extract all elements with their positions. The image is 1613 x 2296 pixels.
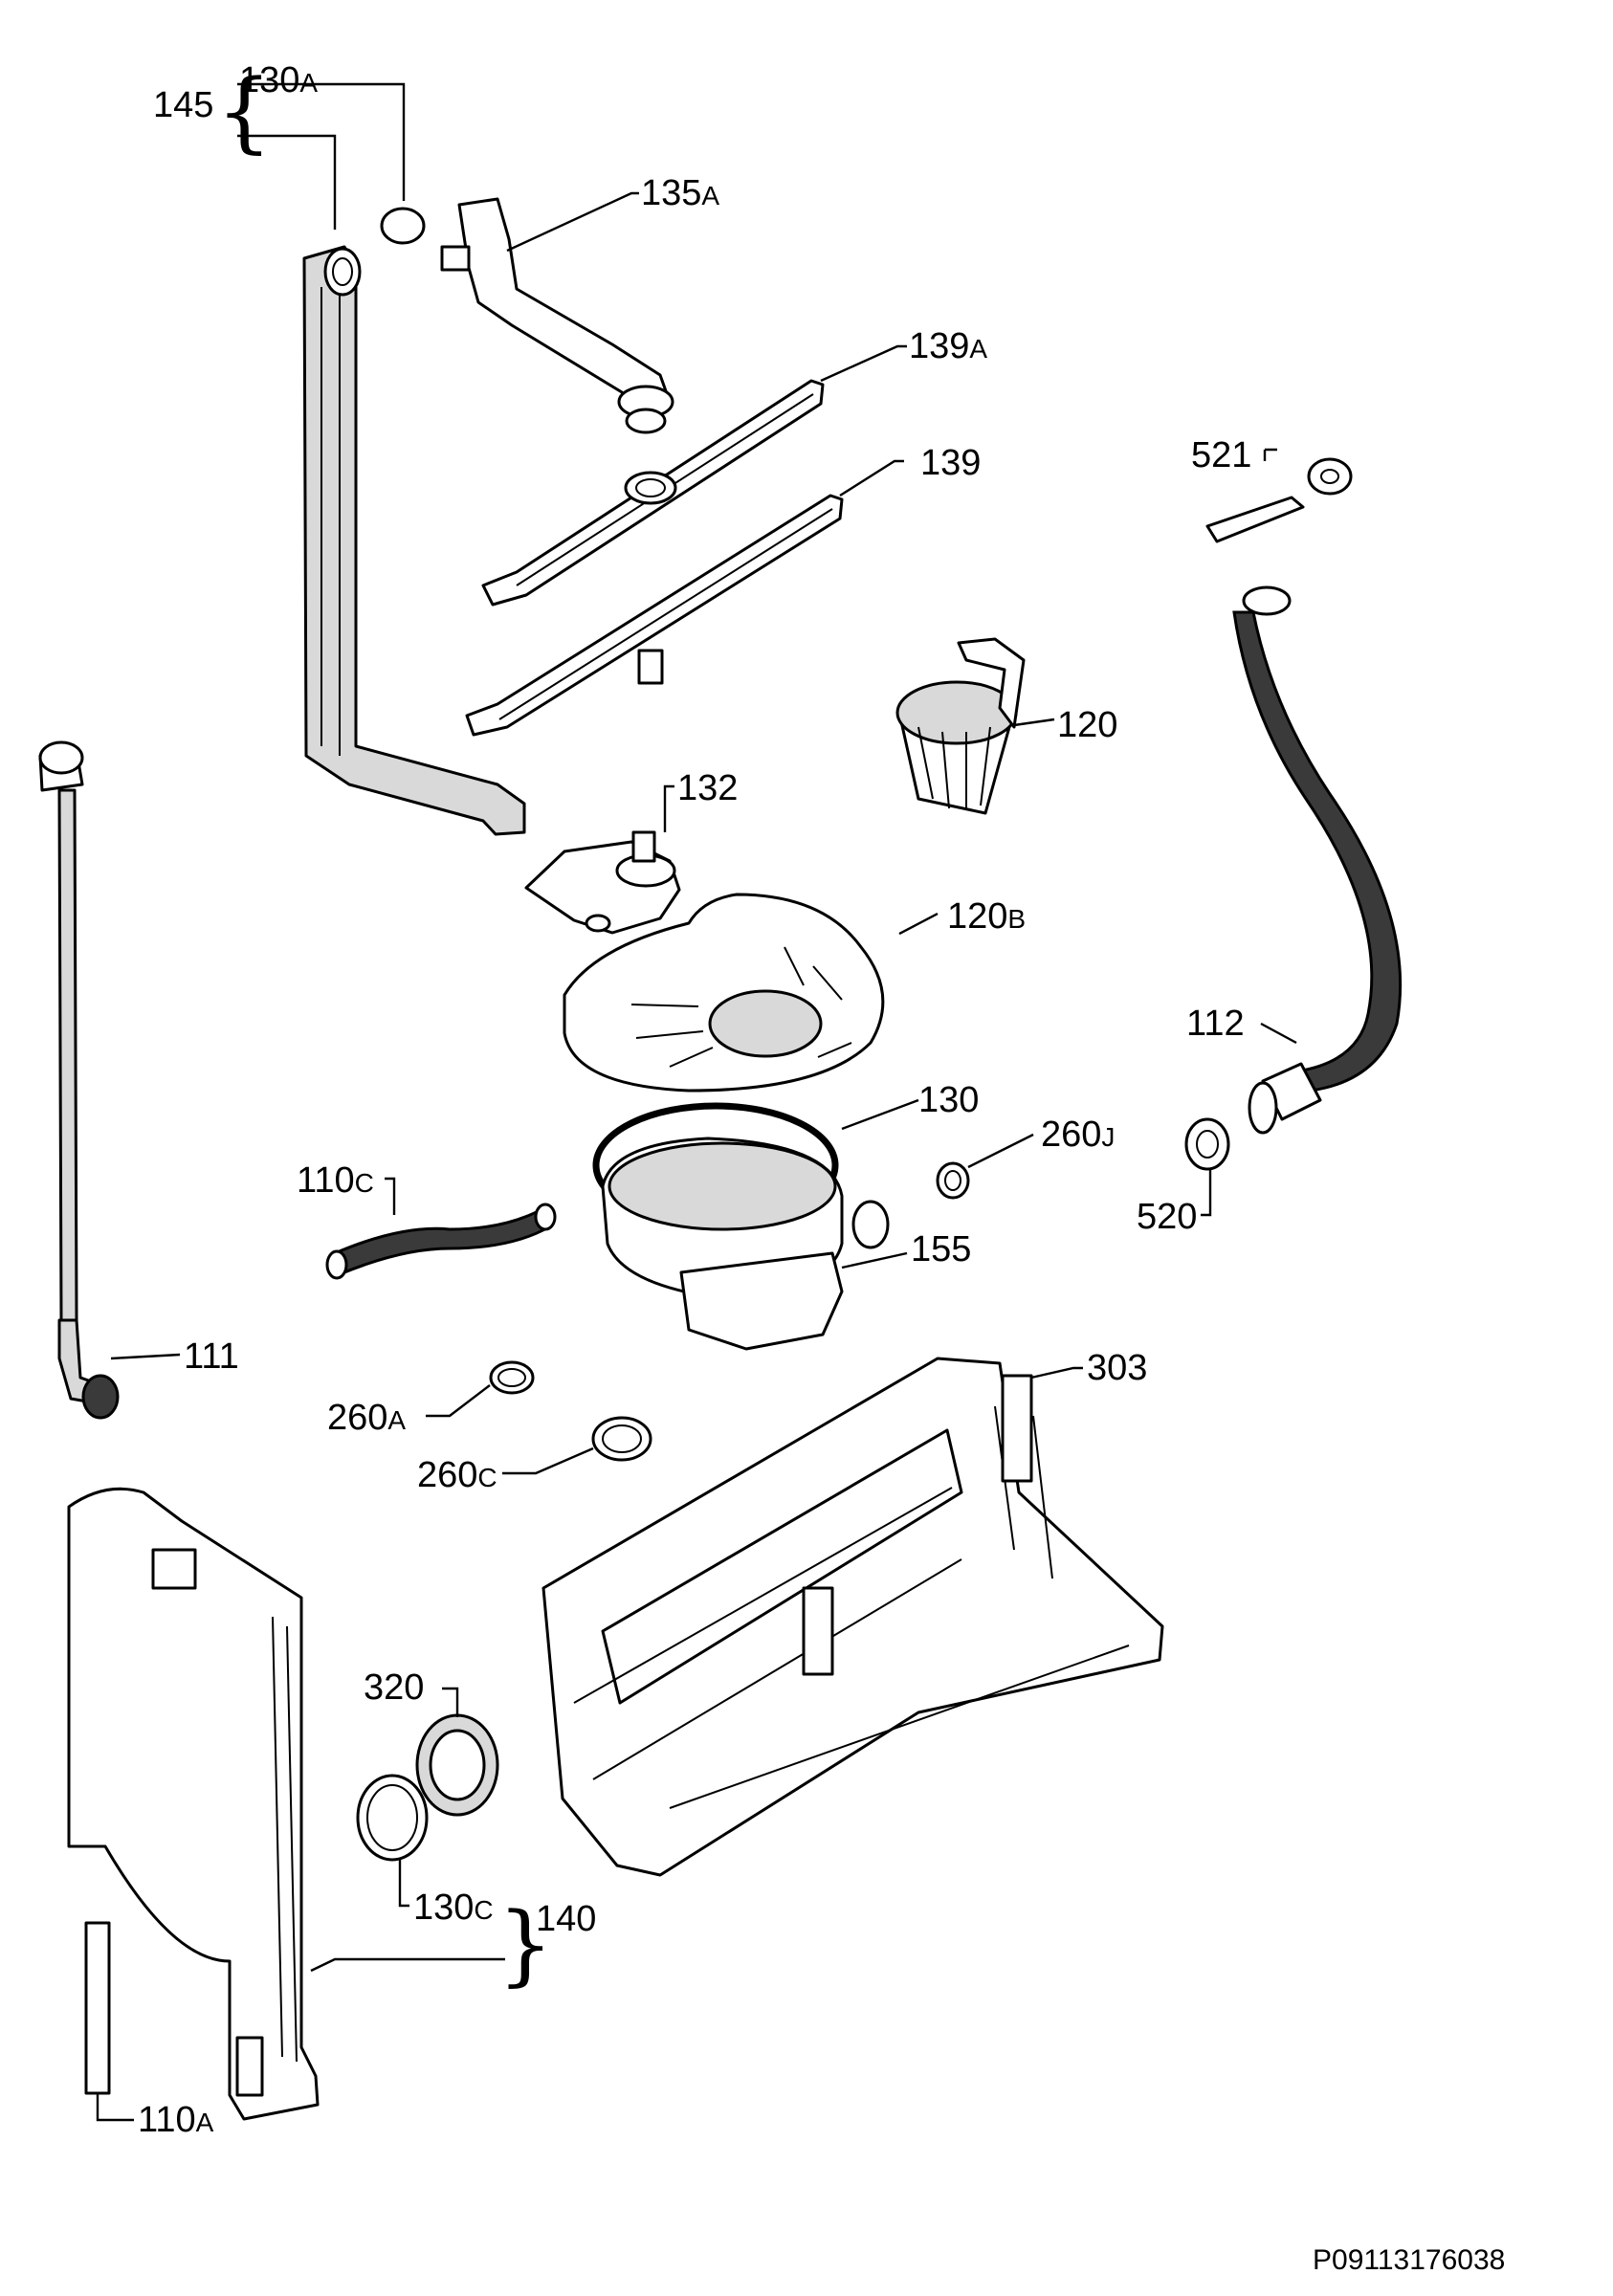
- label-130c: 130C: [413, 1888, 494, 1928]
- filter-plate-120b: [563, 893, 885, 1093]
- label-145: 145: [153, 85, 213, 125]
- label-120: 120: [1057, 705, 1117, 745]
- inlet-hose-111: [38, 740, 120, 1420]
- brace-145: {: [216, 60, 273, 163]
- label-130a: 130A: [239, 60, 318, 100]
- drawing-code: P09113176038: [1313, 2244, 1505, 2276]
- label-260a: 260A: [327, 1398, 406, 1438]
- label-139: 139: [920, 443, 981, 483]
- base-303: [541, 1357, 1164, 1877]
- leader-lines: [96, 82, 1297, 2122]
- label-521: 521: [1191, 435, 1251, 475]
- label-320: 320: [364, 1667, 424, 1708]
- label-130: 130: [918, 1080, 979, 1120]
- label-303: 303: [1087, 1348, 1147, 1388]
- clamp-260c: [591, 1416, 652, 1462]
- housing-140: [67, 1487, 320, 2121]
- label-110a: 110A: [138, 2100, 214, 2140]
- clip-520: [1184, 1117, 1230, 1171]
- label-120b: 120B: [947, 896, 1026, 937]
- callout-labels: 145 { 130A 135A 139A 139 521 120 132 120…: [138, 60, 1505, 2276]
- filter-120: [895, 637, 1026, 815]
- label-135a: 135A: [641, 173, 719, 213]
- clamp-260a: [489, 1360, 535, 1395]
- ring-130c: [356, 1774, 429, 1862]
- key-521: [1205, 457, 1353, 543]
- label-260j: 260J: [1041, 1115, 1115, 1155]
- label-139a: 139A: [909, 326, 987, 366]
- label-132: 132: [677, 768, 738, 808]
- sensor-132: [524, 830, 681, 935]
- clamp-260j: [936, 1161, 970, 1200]
- label-111: 111: [184, 1336, 239, 1377]
- hose-110c: [325, 1203, 557, 1280]
- supply-pipe-135a: [440, 197, 674, 434]
- label-112: 112: [1186, 1004, 1245, 1044]
- label-520: 520: [1137, 1197, 1197, 1237]
- sump-155: [601, 1137, 890, 1351]
- water-pipe-145: [302, 245, 526, 836]
- brace-140: }: [497, 1893, 554, 1996]
- spray-arm-139a: [481, 379, 825, 607]
- label-155: 155: [911, 1229, 971, 1269]
- label-140: 140: [536, 1899, 596, 1939]
- ring-320: [415, 1713, 499, 1817]
- o-ring-130a: [380, 207, 426, 245]
- drain-hose-112: [1232, 585, 1403, 1135]
- tube-110a: [84, 1921, 111, 2095]
- label-260c: 260C: [417, 1455, 497, 1495]
- label-110c: 110C: [297, 1160, 374, 1201]
- spray-arm-139: [465, 494, 844, 737]
